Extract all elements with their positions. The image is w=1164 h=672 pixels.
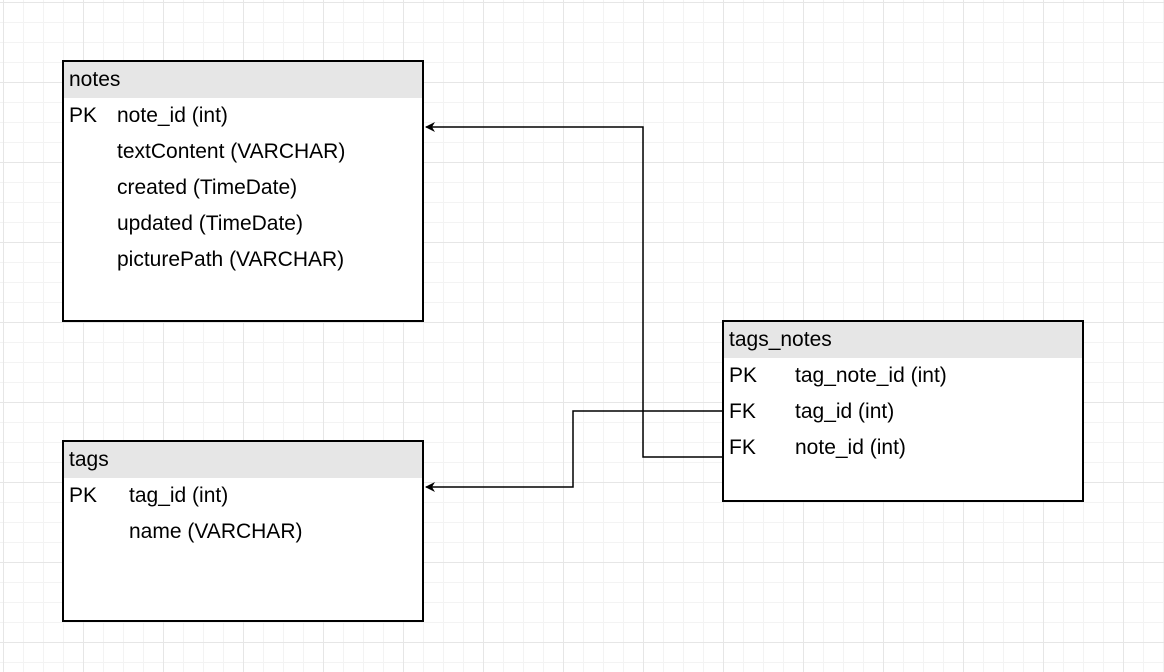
- notes-table[interactable]: notes PK note_id (int) textContent (VARC…: [62, 60, 424, 322]
- tags-table[interactable]: tags PK tag_id (int) name (VARCHAR): [62, 440, 424, 622]
- field-name: note_id (int): [117, 104, 228, 127]
- notes-table-title[interactable]: notes: [64, 62, 422, 98]
- tags-row-tag-id[interactable]: PK tag_id (int): [64, 478, 422, 514]
- field-name: created (TimeDate): [117, 176, 298, 199]
- connector-note-id-to-notes: [425, 122, 722, 458]
- connector-tag-id-to-tags: [425, 410, 722, 492]
- field-name: picturePath (VARCHAR): [117, 248, 345, 271]
- primary-key-label: PK: [729, 364, 758, 387]
- notes-row-picture-path[interactable]: picturePath (VARCHAR): [64, 242, 422, 278]
- primary-key-label: PK: [69, 484, 98, 507]
- tags-notes-table-title[interactable]: tags_notes: [724, 322, 1082, 358]
- notes-row-created[interactable]: created (TimeDate): [64, 170, 422, 206]
- tags-notes-row-note-id[interactable]: FK note_id (int): [724, 430, 1082, 466]
- tags-row-name[interactable]: name (VARCHAR): [64, 514, 422, 550]
- tags-notes-table[interactable]: tags_notes PK tag_note_id (int) FK tag_i…: [722, 320, 1084, 502]
- tags-notes-row-tag-id[interactable]: FK tag_id (int): [724, 394, 1082, 430]
- field-name: textContent (VARCHAR): [117, 140, 346, 163]
- field-name: updated (TimeDate): [117, 212, 303, 235]
- foreign-key-label: FK: [729, 436, 756, 459]
- primary-key-label: PK: [69, 104, 98, 127]
- notes-row-text-content[interactable]: textContent (VARCHAR): [64, 134, 422, 170]
- field-name: tag_note_id (int): [795, 364, 947, 387]
- field-name: name (VARCHAR): [129, 520, 303, 543]
- tags-table-title[interactable]: tags: [64, 442, 422, 478]
- notes-row-updated[interactable]: updated (TimeDate): [64, 206, 422, 242]
- field-name: tag_id (int): [795, 400, 895, 423]
- tags-notes-row-tag-note-id[interactable]: PK tag_note_id (int): [724, 358, 1082, 394]
- foreign-key-label: FK: [729, 400, 756, 423]
- notes-row-note-id[interactable]: PK note_id (int): [64, 98, 422, 134]
- field-name: tag_id (int): [129, 484, 229, 507]
- field-name: note_id (int): [795, 436, 906, 459]
